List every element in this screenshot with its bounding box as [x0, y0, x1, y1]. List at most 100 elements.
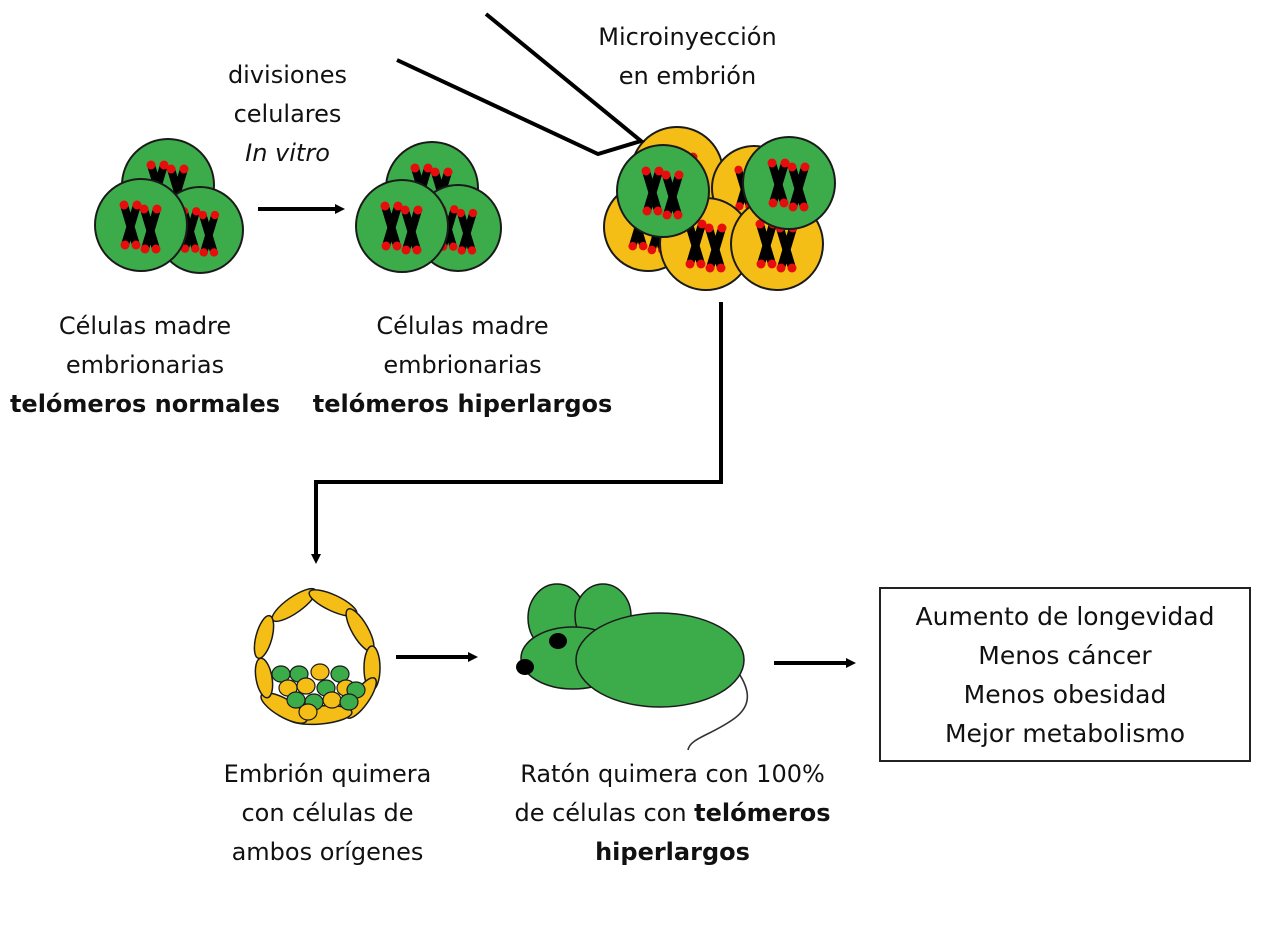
- telomere: [800, 162, 810, 172]
- chromosome: [402, 206, 422, 254]
- telomere: [410, 163, 420, 173]
- label-line: embrionarias: [65, 351, 225, 379]
- arrow-to-chimera-embryo: [311, 302, 723, 564]
- telomere: [450, 205, 459, 214]
- telomere: [661, 170, 671, 180]
- es-cells-normal-telomeres-icon: [94, 138, 244, 274]
- chromosome: [200, 211, 219, 257]
- telomere: [192, 207, 201, 216]
- label-bold: telómeros hiperlargos: [312, 390, 613, 418]
- telomere: [159, 160, 169, 170]
- label-line: divisiones: [227, 61, 348, 89]
- telomere: [779, 198, 789, 208]
- telomere: [716, 263, 726, 273]
- telomere: [768, 198, 778, 208]
- cell: [94, 178, 188, 272]
- telomere: [151, 244, 161, 254]
- label-line: Células madre: [376, 312, 549, 340]
- micropipette-icon: [396, 12, 646, 157]
- telomere: [120, 240, 130, 250]
- chromosome-pair-icon: [767, 158, 810, 212]
- chromosome: [769, 159, 789, 207]
- telomere: [132, 200, 142, 210]
- result-item: Mejor metabolismo: [944, 718, 1185, 748]
- label-line: In vitro: [200, 134, 375, 173]
- telomere: [443, 167, 453, 177]
- chromosome: [181, 207, 200, 253]
- label-text: de células con: [514, 799, 695, 827]
- inner-cell-mass-cell: [322, 691, 342, 709]
- telomere: [180, 244, 190, 253]
- result-item: Aumento de longevidad: [915, 601, 1215, 631]
- telomere: [413, 205, 423, 215]
- telomere: [705, 263, 715, 273]
- telomere: [755, 219, 765, 229]
- telomere: [696, 259, 706, 269]
- chromosome: [663, 171, 683, 219]
- telomere: [423, 163, 433, 173]
- telomere: [647, 245, 657, 255]
- chromosome: [777, 224, 797, 272]
- telomere: [179, 164, 189, 174]
- telomere: [776, 263, 786, 273]
- telomere: [717, 223, 727, 233]
- label-italic: In vitro: [245, 139, 330, 167]
- label-line: telómeros hiperlargos: [310, 385, 615, 424]
- telomere: [787, 263, 797, 273]
- telomere: [734, 165, 743, 174]
- chromosome: [382, 202, 402, 250]
- chromosome: [789, 163, 809, 211]
- chromosome: [141, 205, 161, 253]
- telomere: [139, 204, 149, 214]
- label-line: embrionarias: [383, 351, 542, 379]
- telomere: [199, 248, 208, 257]
- telomere: [198, 210, 208, 220]
- cell: [742, 136, 836, 230]
- telomere: [654, 166, 664, 176]
- telomere: [685, 259, 695, 269]
- label-bold: telómeros normales: [9, 390, 281, 418]
- telomere: [449, 242, 458, 251]
- telomere: [641, 166, 651, 176]
- telomere: [412, 245, 422, 255]
- chromosome: [458, 209, 477, 255]
- label-in-vitro: divisiones celulares In vitro: [200, 56, 375, 173]
- chimera-mouse-icon: [516, 583, 749, 751]
- trophoblast-cell: [254, 657, 274, 699]
- telomere: [119, 200, 129, 210]
- result-item: Menos cáncer: [978, 640, 1152, 670]
- chromosome-pair-icon: [119, 200, 162, 254]
- telomere: [674, 170, 684, 180]
- telomere: [467, 246, 477, 255]
- inner-cell-mass-cell: [310, 663, 330, 681]
- label-line: en embrión: [618, 62, 757, 90]
- telomere: [638, 241, 648, 251]
- telomere: [392, 241, 402, 251]
- telomere: [401, 245, 411, 255]
- telomere: [146, 160, 156, 170]
- telomere: [393, 201, 403, 211]
- label-injection: Microinyección en embrión: [570, 18, 805, 96]
- telomere: [697, 219, 707, 229]
- telomere: [209, 248, 219, 257]
- telomere: [430, 167, 440, 177]
- telomere: [166, 164, 176, 174]
- result-item: Menos obesidad: [963, 679, 1167, 709]
- mouse-tail: [687, 671, 749, 751]
- label-line: Células madre: [58, 312, 232, 340]
- telomere: [756, 259, 766, 269]
- telomere: [788, 202, 798, 212]
- chromosome: [706, 224, 726, 272]
- label-chimera-embryo: Embrión quimera con células de ambos orí…: [195, 755, 460, 872]
- telomere: [704, 223, 714, 233]
- inner-cell-mass-cell: [296, 677, 316, 695]
- telomere: [456, 208, 466, 218]
- chromosome-pair-icon: [380, 201, 423, 255]
- label-line: Ratón quimera con 100%: [520, 760, 825, 788]
- telomere: [628, 241, 638, 251]
- label-line: ambos orígenes: [231, 838, 424, 866]
- telomere: [400, 205, 410, 215]
- label-line: de células con telómeros: [490, 794, 855, 833]
- label-line: con células de: [241, 799, 414, 827]
